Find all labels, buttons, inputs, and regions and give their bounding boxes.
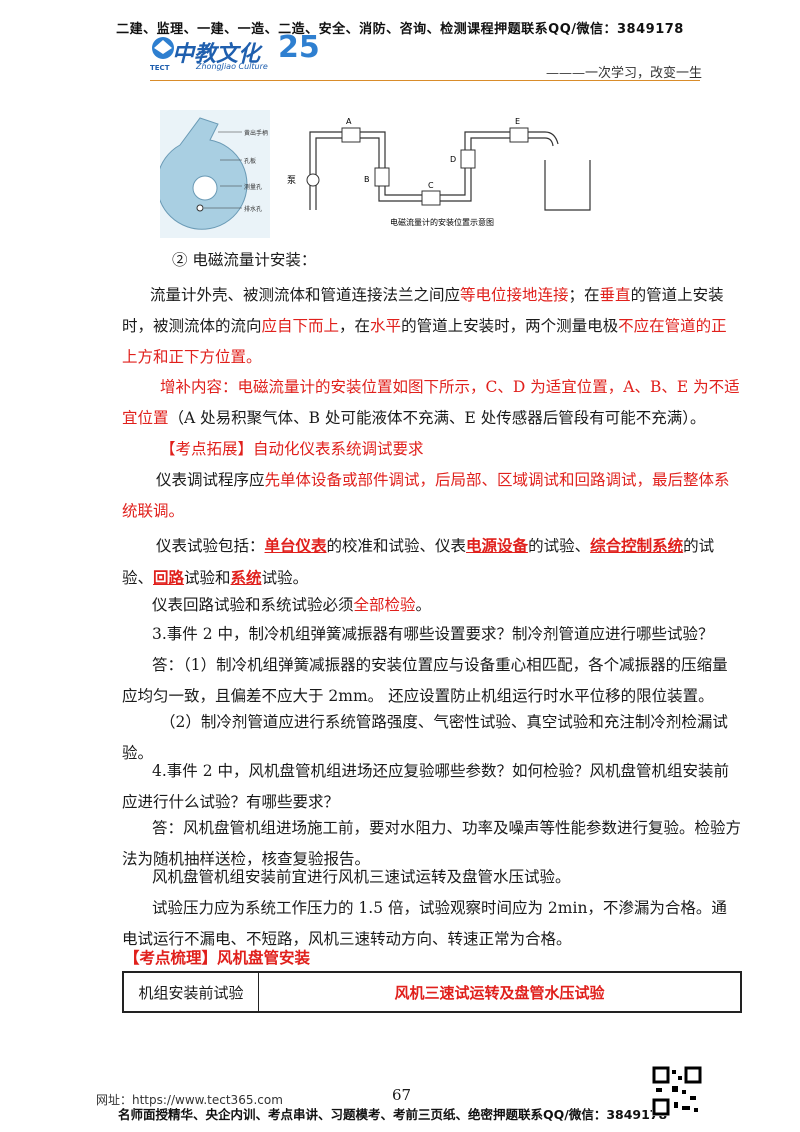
brand-logo: 中教文化 ZhongJiao Culture TECT 25	[150, 30, 330, 74]
answer: （2）制冷剂管道应进行系统管路强度、气密性试验、真空试验和充注制冷剂检漏试验。	[122, 713, 728, 762]
logo-tect-text: TECT	[150, 64, 170, 72]
paragraph: 流量计外壳、被测流体和管道连接法兰之间应等电位接地连接；在垂直的管道上安装时，被…	[122, 286, 727, 366]
flowmeter-diagram: 黄出手柄 孔板 测量孔 排水孔 A B C D E 泵 电磁流量计的安装位置示意…	[156, 110, 591, 238]
logo-emblem-icon	[152, 37, 174, 59]
plate-label: 排水孔	[244, 205, 262, 213]
answer: 答：（1）制冷机组弹簧减振器的安装位置应与设备重心相匹配，各个减振器的压缩量应均…	[122, 656, 728, 705]
table-cell-value: 风机三速试运转及盘管水压试验	[394, 983, 605, 1002]
header-contact-line: 二建、监理、一建、一造、二造、安全、消防、咨询、检测课程押题联系QQ/微信：38…	[116, 22, 684, 37]
qr-code-icon	[652, 1066, 702, 1116]
page-number: 67	[392, 1086, 412, 1104]
paragraph: 增补内容：电磁流量计的安装位置如图下所示，C、D 为适宜位置，A、B、E 为不适…	[122, 378, 740, 427]
footer-url[interactable]: 网址：https://www.tect365.com	[96, 1093, 283, 1107]
pipe-label: C	[428, 181, 434, 190]
header-slogan: ———一次学习，改变一生	[545, 66, 702, 81]
summary-table: 机组安装前试验 风机三速试运转及盘管水压试验	[122, 971, 742, 1013]
pipe-label: A	[346, 117, 352, 126]
section-heading: 【考点梳理】风机盘管安装	[124, 948, 311, 967]
paragraph: 仪表调试程序应先单体设备或部件调试，后局部、区域调试和回路调试，最后整体系统联调…	[122, 471, 730, 520]
plate-label: 黄出手柄	[244, 129, 268, 137]
answer: 答：风机盘管机组进场施工前，要对水阻力、功率及噪声等性能参数进行复验。检验方法为…	[122, 819, 742, 868]
logo-anniversary: 25	[278, 30, 320, 65]
section-heading: ② 电磁流量计安装：	[172, 251, 317, 269]
question: 3.事件 2 中，制冷机组弹簧减振器有哪些设置要求？制冷剂管道应进行哪些试验？	[152, 625, 714, 643]
paragraph: 仪表试验包括：单台仪表的校准和试验、仪表电源设备的试验、综合控制系统的试验、回路…	[122, 536, 715, 587]
logo-sub-text: ZhongJiao Culture	[196, 62, 268, 71]
paragraph: 仪表回路试验和系统试验必须全部检验。	[152, 596, 432, 614]
logo-main-text: 中教文化	[172, 42, 261, 67]
figure-caption: 电磁流量计的安装位置示意图	[390, 217, 494, 227]
footer-contact-line: 名师面授精华、央企内训、考点串讲、习题模考、考前三页纸、绝密押题联系QQ/微信：…	[118, 1107, 668, 1122]
pipe-label: B	[364, 175, 370, 184]
plate-label: 孔板	[244, 157, 256, 165]
section-heading: 【考点拓展】自动化仪表系统调试要求	[160, 440, 424, 458]
installation-figure: 黄出手柄 孔板 测量孔 排水孔 A B C D E 泵 电磁流量计的安装位置示意…	[156, 110, 605, 238]
pump-label: 泵	[287, 175, 296, 186]
header-divider	[150, 80, 700, 81]
paragraph: 风机盘管机组安装前宜进行风机三速试运转及盘管水压试验。	[152, 868, 571, 886]
plate-label: 测量孔	[244, 183, 262, 191]
table-cell-label: 机组安装前试验	[124, 973, 259, 1011]
pipe-label: E	[515, 117, 520, 126]
pipe-label: D	[450, 155, 456, 164]
paragraph: 试验压力应为系统工作压力的 1.5 倍，试验观察时间应为 2min，不渗漏为合格…	[122, 899, 727, 948]
question: 4.事件 2 中，风机盘管机组进场还应复验哪些参数？如何检验？风机盘管机组安装前…	[122, 762, 730, 811]
